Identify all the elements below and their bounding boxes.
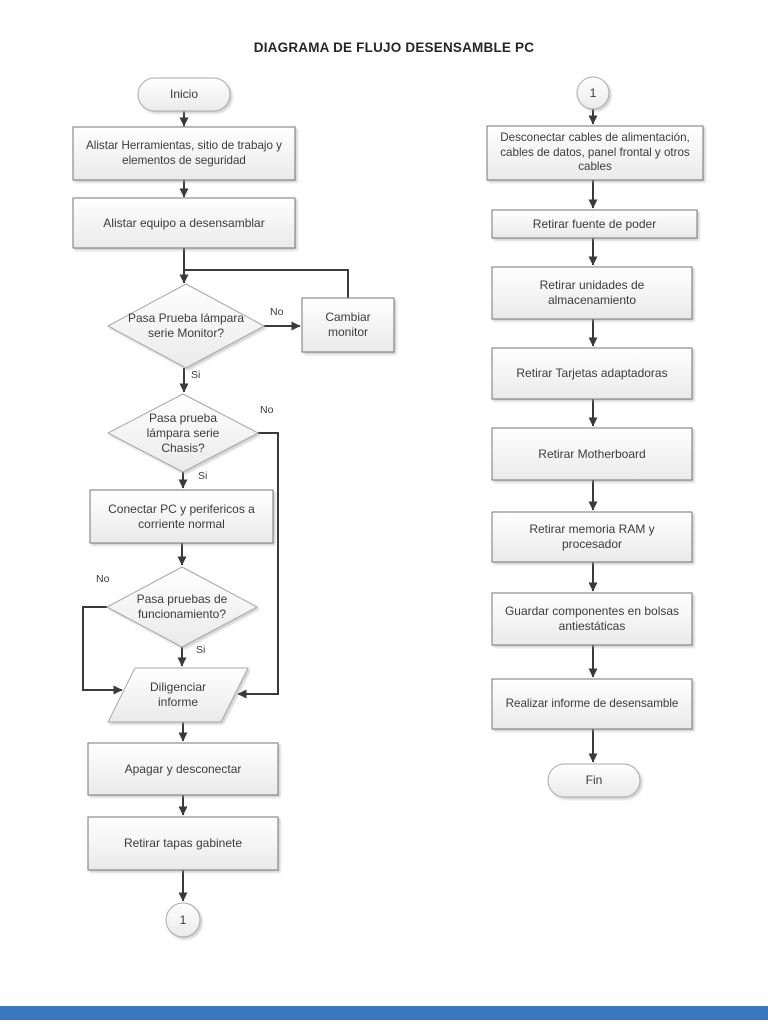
shape-layer (72, 76, 704, 938)
shape-retirar-ram (491, 511, 693, 563)
shape-conector-1-derecha (576, 76, 610, 110)
shape-guardar-componentes (491, 592, 693, 646)
shape-inicio-terminator (137, 77, 231, 112)
shape-retirar-tapas (87, 816, 279, 871)
shape-apagar (87, 742, 279, 796)
shape-decision-funcionamiento (105, 566, 259, 648)
shape-decision-chasis (106, 393, 260, 473)
connector-cambiar-loop (184, 269, 349, 298)
node-retirar-tapas: Retirar tapas gabinete (123, 836, 243, 850)
page-title: DIAGRAMA DE FLUJO DESENSAMBLE PC (253, 40, 535, 55)
shape-conectar-pc (89, 489, 274, 544)
node-conector-1-izquierda: 1 (179, 912, 187, 927)
shape-cambiar-monitor (301, 297, 395, 353)
label-si-monitor: Si (191, 369, 201, 381)
shape-realizar-informe (491, 678, 693, 730)
shape-desconectar-cables (486, 125, 704, 181)
connector-chasis-no (237, 432, 279, 699)
shape-retirar-tarjetas (491, 347, 693, 400)
label-no-funcionamiento: No (96, 573, 110, 585)
label-si-chasis: Si (198, 470, 208, 482)
node-conector-1-derecha: 1 (589, 85, 597, 100)
node-diligenciar-informe: Diligenciar informe (149, 680, 207, 709)
label-no-chasis: No (260, 404, 274, 416)
node-apagar-desconectar: Apagar y desconectar (124, 761, 242, 776)
node-retirar-ram: Retirar memoria RAM y procesador (529, 522, 655, 551)
label-no-monitor: No (270, 306, 284, 318)
connector-func-no (82, 606, 123, 695)
node-retirar-fuente: Retirar fuente de poder (532, 216, 657, 231)
node-retirar-motherboard: Retirar Motherboard (538, 446, 646, 461)
connector-lines (82, 109, 598, 902)
shape-retirar-motherboard (491, 427, 693, 481)
node-fin: Fin (585, 773, 603, 787)
shape-retirar-fuente (491, 209, 698, 239)
node-pruebas-funcionamiento: Pasa pruebas de funcionamiento? (136, 592, 228, 621)
node-desconectar-cables: Desconectar cables de alimentación, cabl… (500, 131, 690, 174)
node-prueba-chasis: Pasa prueba lámpara serie Chasis? (146, 410, 220, 455)
node-cambiar-monitor: Cambiar monitor (325, 310, 371, 339)
node-conectar-pc: Conectar PC y perifericos a corriente no… (108, 501, 255, 531)
shape-alistar-herramientas (72, 126, 296, 181)
node-prueba-monitor: Pasa Prueba lámpara serie Monitor? (127, 311, 245, 340)
shape-alistar-equipo (72, 197, 296, 249)
label-si-funcionamiento: Si (196, 644, 206, 656)
node-realizar-informe: Realizar informe de desensamble (505, 696, 679, 710)
node-alistar-herramientas: Alistar Herramientas, sitio de trabajo y… (86, 139, 282, 167)
shape-decision-monitor (106, 283, 266, 369)
footer-bar (0, 1006, 768, 1020)
shape-fin-terminator (547, 763, 641, 798)
node-inicio: Inicio (169, 87, 198, 101)
node-guardar-componentes: Guardar componentes en bolsas antiestáti… (504, 604, 680, 633)
shape-diligenciar-parallelogram (107, 667, 249, 723)
shape-retirar-unidades (491, 266, 693, 320)
node-retirar-unidades: Retirar unidades de almacenamiento (539, 278, 645, 307)
node-alistar-equipo: Alistar equipo a desensamblar (103, 215, 265, 230)
node-retirar-tarjetas: Retirar Tarjetas adaptadoras (516, 366, 668, 380)
shape-conector-1-izquierda (165, 902, 201, 938)
